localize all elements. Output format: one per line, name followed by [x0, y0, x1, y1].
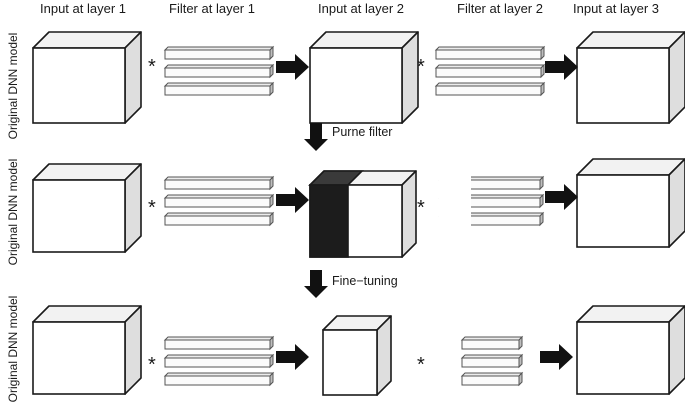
cube-row2-layer1-side-face [124, 163, 142, 253]
filter-row1-layer2-2-front [435, 67, 542, 78]
arrow-down-finetune [304, 270, 328, 298]
cube-row2-layer2-pruned-side-face [401, 170, 417, 258]
filter-row3-layer1-2 [163, 353, 275, 369]
filter-row3-layer2-3-front [461, 375, 520, 386]
cube-row1-layer2 [309, 31, 419, 124]
cube-row2-layer2-pruned [308, 170, 417, 258]
cube-row1-layer1-side-face [124, 31, 142, 124]
step-label-prune: Purne filter [332, 125, 393, 139]
cube-row2-layer1-front-face [32, 179, 126, 253]
filter-row3-layer1-1 [163, 335, 275, 351]
cube-row2-layer1-top-face [32, 163, 142, 181]
filter-row2-layer1-2 [163, 193, 275, 209]
filter-row3-layer2-2-front [461, 357, 520, 368]
filter-row3-layer1-2-front [164, 357, 271, 368]
filter-row1-layer2-2 [434, 63, 546, 79]
cube-row3-layer1-front-face [32, 321, 126, 395]
filter-row1-layer2-3 [434, 81, 546, 97]
cube-row3-layer1-side-face [124, 305, 142, 395]
filter-row2-layer2-3-erased-part [439, 212, 471, 226]
filter-row1-layer2-1-front [435, 49, 542, 60]
cube-row3-layer3-top-face [576, 305, 685, 323]
convolution-operator-r2-b: * [417, 197, 425, 219]
header-filter-layer-1: Filter at layer 1 [169, 1, 255, 16]
cube-row3-layer1-top-face [32, 305, 142, 323]
cube-row3-layer2-small-front-face [322, 329, 378, 396]
row-label-1: Original DNN model [6, 32, 20, 140]
cube-row1-layer1 [32, 31, 142, 124]
filter-row1-layer2-3-front [435, 85, 542, 96]
filter-row2-layer1-2-front [164, 197, 271, 208]
filter-row2-layer1-1-front [164, 179, 271, 190]
cube-row3-layer2-small-side-face [376, 315, 392, 396]
filter-row3-layer2-1 [460, 335, 524, 351]
arrow-down-prune [304, 123, 328, 151]
header-filter-layer-2: Filter at layer 2 [457, 1, 543, 16]
cube-row1-layer2-top-face [309, 31, 419, 49]
filter-row1-layer1-3-front [164, 85, 271, 96]
filter-row2-layer2-3 [438, 211, 545, 227]
row-label-2: Original DNN model [6, 158, 20, 266]
cube-row1-layer1-top-face [32, 31, 142, 49]
filter-row2-layer1-1 [163, 175, 275, 191]
row-label-3: Original DNN model [6, 295, 20, 403]
filter-row1-layer1-1-front [164, 49, 271, 60]
filter-row3-layer1-3 [163, 371, 275, 387]
convolution-operator-r1-a: * [148, 56, 156, 78]
filter-row1-layer2-1 [434, 45, 546, 61]
cube-row3-layer1 [32, 305, 142, 395]
convolution-operator-r1-b: * [417, 56, 425, 78]
cube-row3-layer3 [576, 305, 685, 395]
step-label-finetune: Fine−tuning [332, 274, 398, 288]
filter-row3-layer1-1-front [164, 339, 271, 350]
header-input-layer-3: Input at layer 3 [573, 1, 659, 16]
filter-row1-layer1-2 [163, 63, 275, 79]
arrow-row2-a [276, 187, 309, 213]
cube-row1-layer3-side-face [668, 31, 685, 124]
cube-row2-layer3-top-face [576, 158, 685, 176]
filter-row2-layer1-3-front [164, 215, 271, 226]
filter-row1-layer1-3 [163, 81, 275, 97]
convolution-operator-r3-b: * [417, 354, 425, 376]
filter-row2-layer2-1-erased-part [439, 176, 471, 190]
cube-row1-layer3-top-face [576, 31, 685, 49]
cube-row2-layer3-front-face [576, 174, 670, 248]
convolution-operator-r2-a: * [148, 197, 156, 219]
filter-row2-layer2-2 [438, 193, 545, 209]
cube-row2-layer2-pruned-pruned-front [309, 184, 349, 258]
header-input-layer-2: Input at layer 2 [318, 1, 404, 16]
cube-row2-layer3 [576, 158, 685, 248]
arrow-row2-b [545, 184, 578, 210]
cube-row1-layer3-front-face [576, 47, 670, 124]
convolution-operator-r3-a: * [148, 354, 156, 376]
cube-row1-layer2-side-face [401, 31, 419, 124]
filter-row2-layer1-3 [163, 211, 275, 227]
cube-row2-layer3-side-face [668, 158, 685, 248]
cube-row3-layer2-small [322, 315, 392, 396]
cube-row3-layer3-side-face [668, 305, 685, 395]
filter-row2-layer2-1 [438, 175, 545, 191]
filter-row2-layer2-2-erased-part [439, 194, 471, 208]
filter-row3-layer1-3-front [164, 375, 271, 386]
arrow-row3-b [540, 344, 573, 370]
filter-row3-layer2-3 [460, 371, 524, 387]
filter-row3-layer2-1-front [461, 339, 520, 350]
filter-row1-layer1-1 [163, 45, 275, 61]
header-input-layer-1: Input at layer 1 [40, 1, 126, 16]
cube-row1-layer3 [576, 31, 685, 124]
cube-row1-layer2-front-face [309, 47, 403, 124]
cube-row1-layer1-front-face [32, 47, 126, 124]
arrow-row1-b [545, 54, 578, 80]
arrow-row1-a [276, 54, 309, 80]
filter-row3-layer2-2 [460, 353, 524, 369]
arrow-row3-a [276, 344, 309, 370]
cube-row2-layer1 [32, 163, 142, 253]
cube-row3-layer3-front-face [576, 321, 670, 395]
filter-row1-layer1-2-front [164, 67, 271, 78]
